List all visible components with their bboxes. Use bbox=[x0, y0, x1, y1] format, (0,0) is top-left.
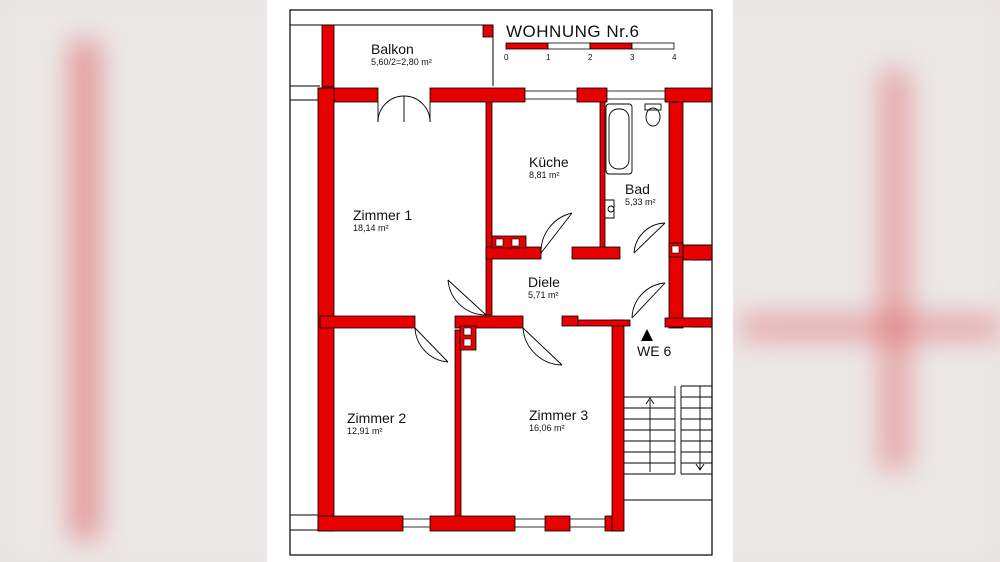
scale-tick-0: 0 bbox=[504, 53, 509, 62]
entrance-label: WE 6 bbox=[637, 343, 671, 359]
room-name-kueche: Küche bbox=[529, 154, 569, 170]
room-name-zimmer2: Zimmer 2 bbox=[347, 410, 406, 426]
bathtub bbox=[605, 103, 633, 175]
toilet-tank bbox=[644, 103, 662, 111]
room-area-kueche: 8,81 m² bbox=[529, 170, 560, 180]
plan-frame bbox=[289, 9, 713, 556]
bathroom-fixtures bbox=[605, 103, 662, 219]
windows bbox=[402, 90, 666, 528]
room-name-zimmer3: Zimmer 3 bbox=[529, 407, 588, 423]
plan-title: WOHNUNG Nr.6 bbox=[506, 22, 640, 41]
room-name-bad: Bad bbox=[625, 181, 650, 197]
scale-tick-1: 1 bbox=[546, 53, 551, 62]
room-area-zimmer3: 16,06 m² bbox=[529, 423, 565, 433]
balcony-door bbox=[377, 95, 431, 123]
toilet-bowl bbox=[645, 107, 661, 127]
room-name-zimmer1: Zimmer 1 bbox=[353, 207, 412, 223]
scale-tick-2: 2 bbox=[588, 53, 593, 62]
chimney-flues bbox=[463, 238, 680, 347]
room-area-balkon: 5,60/2=2,80 m² bbox=[371, 57, 432, 67]
outline-lines bbox=[290, 99, 712, 531]
room-area-diele: 5,71 m² bbox=[528, 290, 559, 300]
wash-basin bbox=[605, 199, 615, 219]
bathtub-basin bbox=[608, 108, 630, 170]
walls bbox=[317, 24, 713, 532]
room-area-zimmer1: 18,14 m² bbox=[353, 223, 389, 233]
room-area-bad: 5,33 m² bbox=[625, 197, 656, 207]
room-name-diele: Diele bbox=[528, 274, 560, 290]
entrance-arrow-icon bbox=[641, 329, 653, 341]
room-name-balkon: Balkon bbox=[371, 41, 414, 57]
scale-tick-4: 4 bbox=[672, 53, 677, 62]
scale-tick-3: 3 bbox=[630, 53, 635, 62]
door-swings bbox=[414, 212, 666, 366]
scale-bar bbox=[505, 42, 675, 50]
staircase bbox=[624, 385, 712, 475]
room-area-zimmer2: 12,91 m² bbox=[347, 426, 383, 436]
